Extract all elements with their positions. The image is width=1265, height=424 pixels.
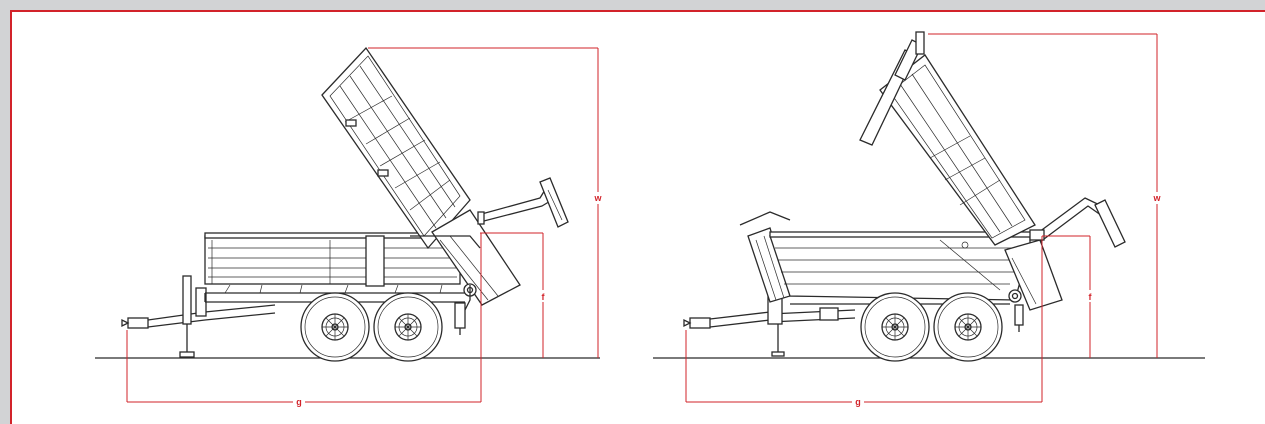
left-trailer-drawing: w f g <box>95 46 604 408</box>
front-board-right <box>739 211 791 303</box>
support-jack-right <box>767 295 785 357</box>
raised-tailgate-left <box>321 46 471 250</box>
label-g-right: g <box>855 397 861 407</box>
drawbar-left <box>121 304 276 329</box>
label-w-left: w <box>593 193 602 203</box>
dimension-f-left: f <box>480 232 549 358</box>
drawbar-right <box>683 307 856 329</box>
wheel-left-front <box>300 292 370 362</box>
dimension-g-right: g <box>685 236 1043 408</box>
support-jack-left <box>179 275 207 358</box>
label-w-right: w <box>1152 193 1161 203</box>
dimension-w-left: w <box>368 47 604 358</box>
cargo-body-right <box>769 231 1033 301</box>
swing-arm-left <box>477 177 569 228</box>
dimension-w-right: w <box>928 33 1163 358</box>
rear-hinge-assembly-right <box>1004 239 1063 332</box>
swing-arm-right <box>1029 197 1126 248</box>
dimension-g-left: g <box>126 233 482 408</box>
dimension-f-right: f <box>1042 235 1096 358</box>
label-f-left: f <box>542 292 546 302</box>
label-g-left: g <box>296 397 302 407</box>
cargo-body-left <box>204 232 461 287</box>
wheel-left-rear <box>373 292 443 362</box>
raised-tailgate-right <box>859 31 1036 246</box>
wheel-right-front <box>860 292 930 362</box>
label-f-right: f <box>1089 292 1093 302</box>
rear-hinge-assembly-left <box>410 209 521 335</box>
wheel-right-rear <box>933 292 1003 362</box>
right-trailer-drawing: w f g <box>653 31 1205 408</box>
diagram-panel <box>10 10 1265 424</box>
